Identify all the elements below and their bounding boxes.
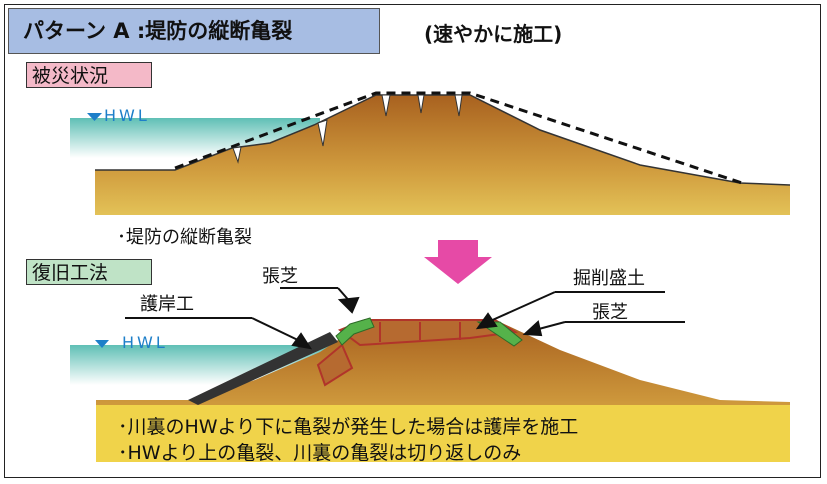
diagram-frame [4,4,821,478]
diagram-title: パターン A :堤防の縦断亀裂 [8,8,380,54]
repair-section-drawing [70,317,790,462]
repair-notes: ･川裏のHWより下に亀裂が発生した場合は護岸を施工 ･HWより上の亀裂、川裏の亀… [118,414,578,466]
excavation-fill-lower [316,343,354,387]
fill-benches [379,322,461,342]
diagram-subtitle: (速やかに施工) [424,22,563,46]
turf-left [335,317,375,346]
ground-line-damage [95,94,791,186]
hwl-label-damage: HWL [104,106,150,125]
label-excavation-fill: 掘削盛土 [573,268,645,289]
cracks-damage [232,94,463,164]
repair-note: ･川裏のHWより下に亀裂が発生した場合は護岸を施工 [118,416,579,438]
revetment [188,332,338,405]
damage-status-tag: 被災状況 [26,62,152,88]
arrow-excavation [475,312,498,330]
repair-note: ･HWより上の亀裂、川裏の亀裂は切り返しのみ [118,442,522,464]
hwl-label-repair: HWL [122,333,168,352]
ground-layer [96,405,790,462]
arrow-revetment [291,332,313,350]
embankment-damage [95,95,790,215]
arrow-turf-top [337,296,360,314]
damage-section-drawing [70,91,791,215]
damage-caption: ･堤防の縦断亀裂 [117,227,252,248]
original-profile-line [174,91,746,186]
arrow-turf-right [522,320,543,337]
leader-lines [125,287,685,350]
hwl-marker-damage [87,113,102,121]
label-turf-top: 張芝 [262,266,298,287]
label-revetment: 護岸工 [140,294,194,315]
hwl-marker-repair [95,340,109,348]
down-arrow [424,240,492,284]
label-turf-right: 張芝 [592,302,628,323]
repair-method-tag: 復旧工法 [26,259,152,285]
